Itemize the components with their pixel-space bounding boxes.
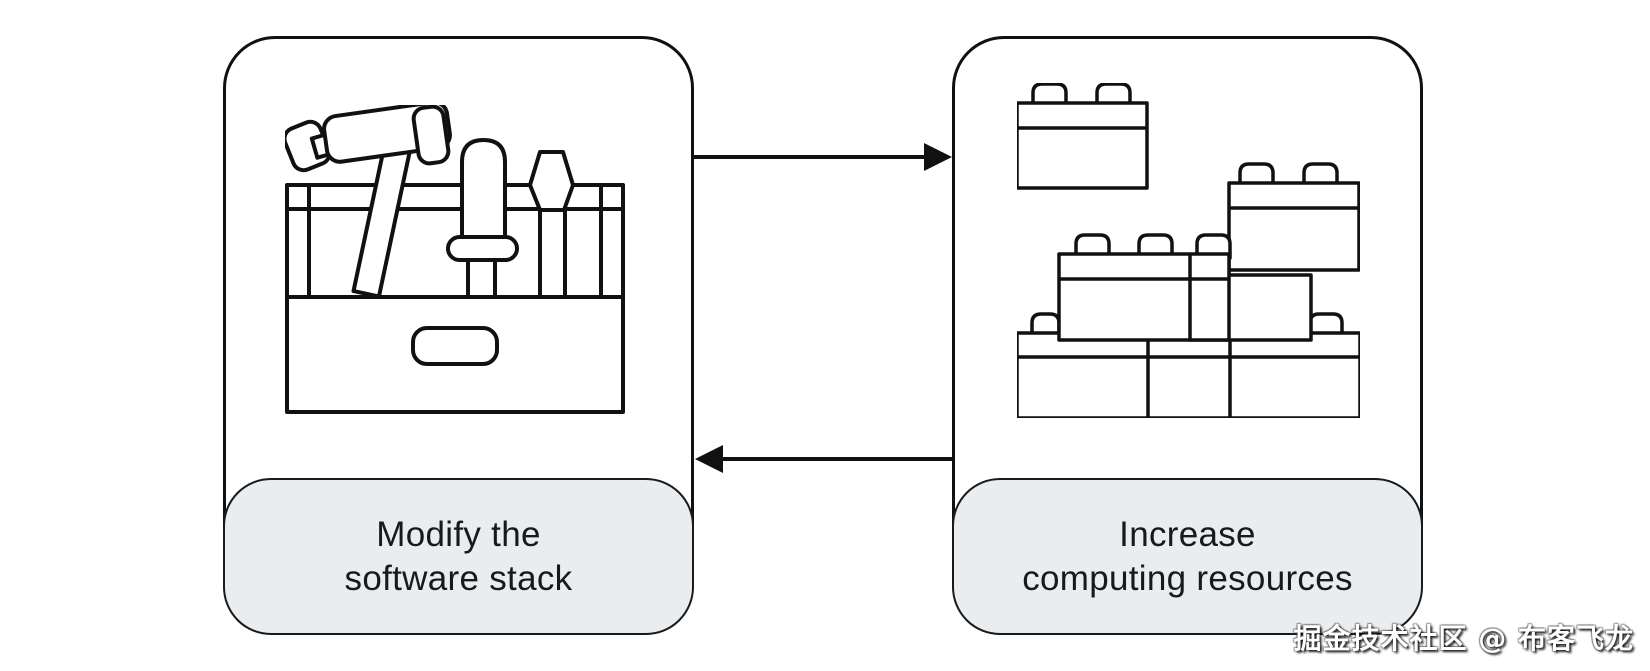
watermark: 掘金技术社区 @ 布客飞龙 [1293,622,1634,655]
card-label-modify: Modify the software stack [223,478,694,635]
lego-brick-top [1017,83,1149,190]
hammer-icon [285,105,452,299]
lego-bricks-icon [1017,83,1360,418]
arrow-right-icon [694,143,952,171]
card-label-line: Increase [1119,514,1256,554]
flow-arrows [694,143,953,473]
card-modify-software-stack: Modify the software stack [223,36,694,635]
card-label-line: computing resources [1022,558,1353,598]
screwdriver-icon [446,138,519,299]
arrow-left-icon [695,445,953,473]
lego-bricks-middle [1057,233,1313,342]
toolbox-drawer [285,295,625,414]
card-label-line: software stack [344,558,573,598]
flat-screwdriver-icon [528,150,575,299]
lego-brick-right [1227,162,1360,272]
toolbox-icon [285,105,625,414]
card-increase-computing-resources: Increase computing resources [952,36,1423,635]
card-label-increase: Increase computing resources [952,478,1423,635]
card-label-line: Modify the [376,514,541,554]
